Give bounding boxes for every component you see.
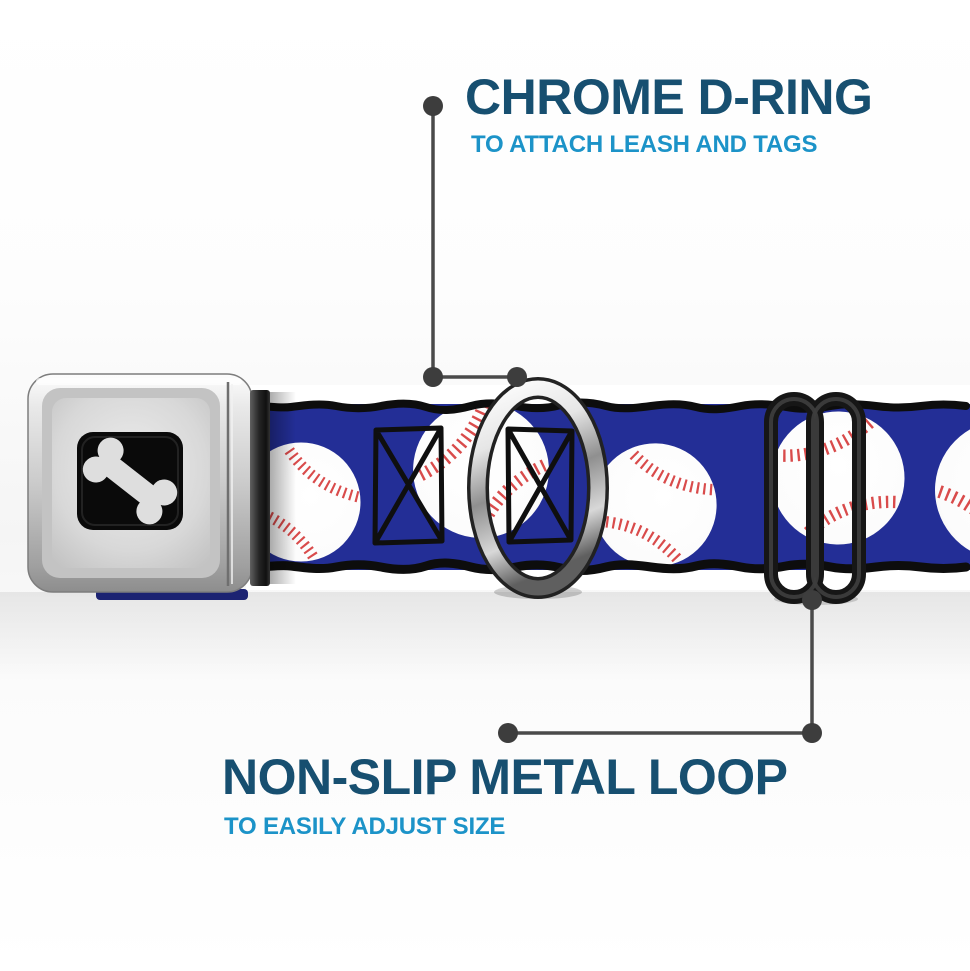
callout-dot [498, 723, 518, 743]
collar-shadow [0, 592, 970, 682]
stitch-boxes [372, 425, 575, 546]
seatbelt-buckle [27, 373, 270, 593]
buckle-latch [250, 390, 270, 586]
stitch-box-left [372, 425, 445, 546]
callout-dot [423, 96, 443, 116]
top-callout-title: CHROME D-RING [465, 69, 873, 125]
top-callout-subtitle: TO ATTACH LEASH AND TAGS [471, 131, 818, 158]
top-callout: CHROME D-RING TO ATTACH LEASH AND TAGS [465, 69, 873, 158]
stitch-box-right [505, 426, 575, 545]
bottom-callout-line [498, 590, 822, 743]
callout-dot [802, 590, 822, 610]
top-callout-line [423, 96, 527, 387]
dog-bone-icon [82, 437, 178, 525]
callout-dot [802, 723, 822, 743]
buckle-logo-plate-sheen [81, 436, 179, 526]
webbing-buckle-shadow [268, 392, 296, 584]
bottom-callout: NON-SLIP METAL LOOP TO EASILY ADJUST SIZ… [222, 752, 788, 839]
callout-dot [507, 367, 527, 387]
callout-dot [423, 367, 443, 387]
buckle-top-highlight [36, 378, 242, 385]
bottom-callout-title: NON-SLIP METAL LOOP [222, 749, 788, 805]
webbing-bottom-edge-line [241, 558, 970, 575]
bottom-callout-subtitle: TO EASILY ADJUST SIZE [224, 813, 506, 840]
metal-loop-slider [764, 392, 866, 605]
chrome-d-ring [467, 377, 609, 599]
